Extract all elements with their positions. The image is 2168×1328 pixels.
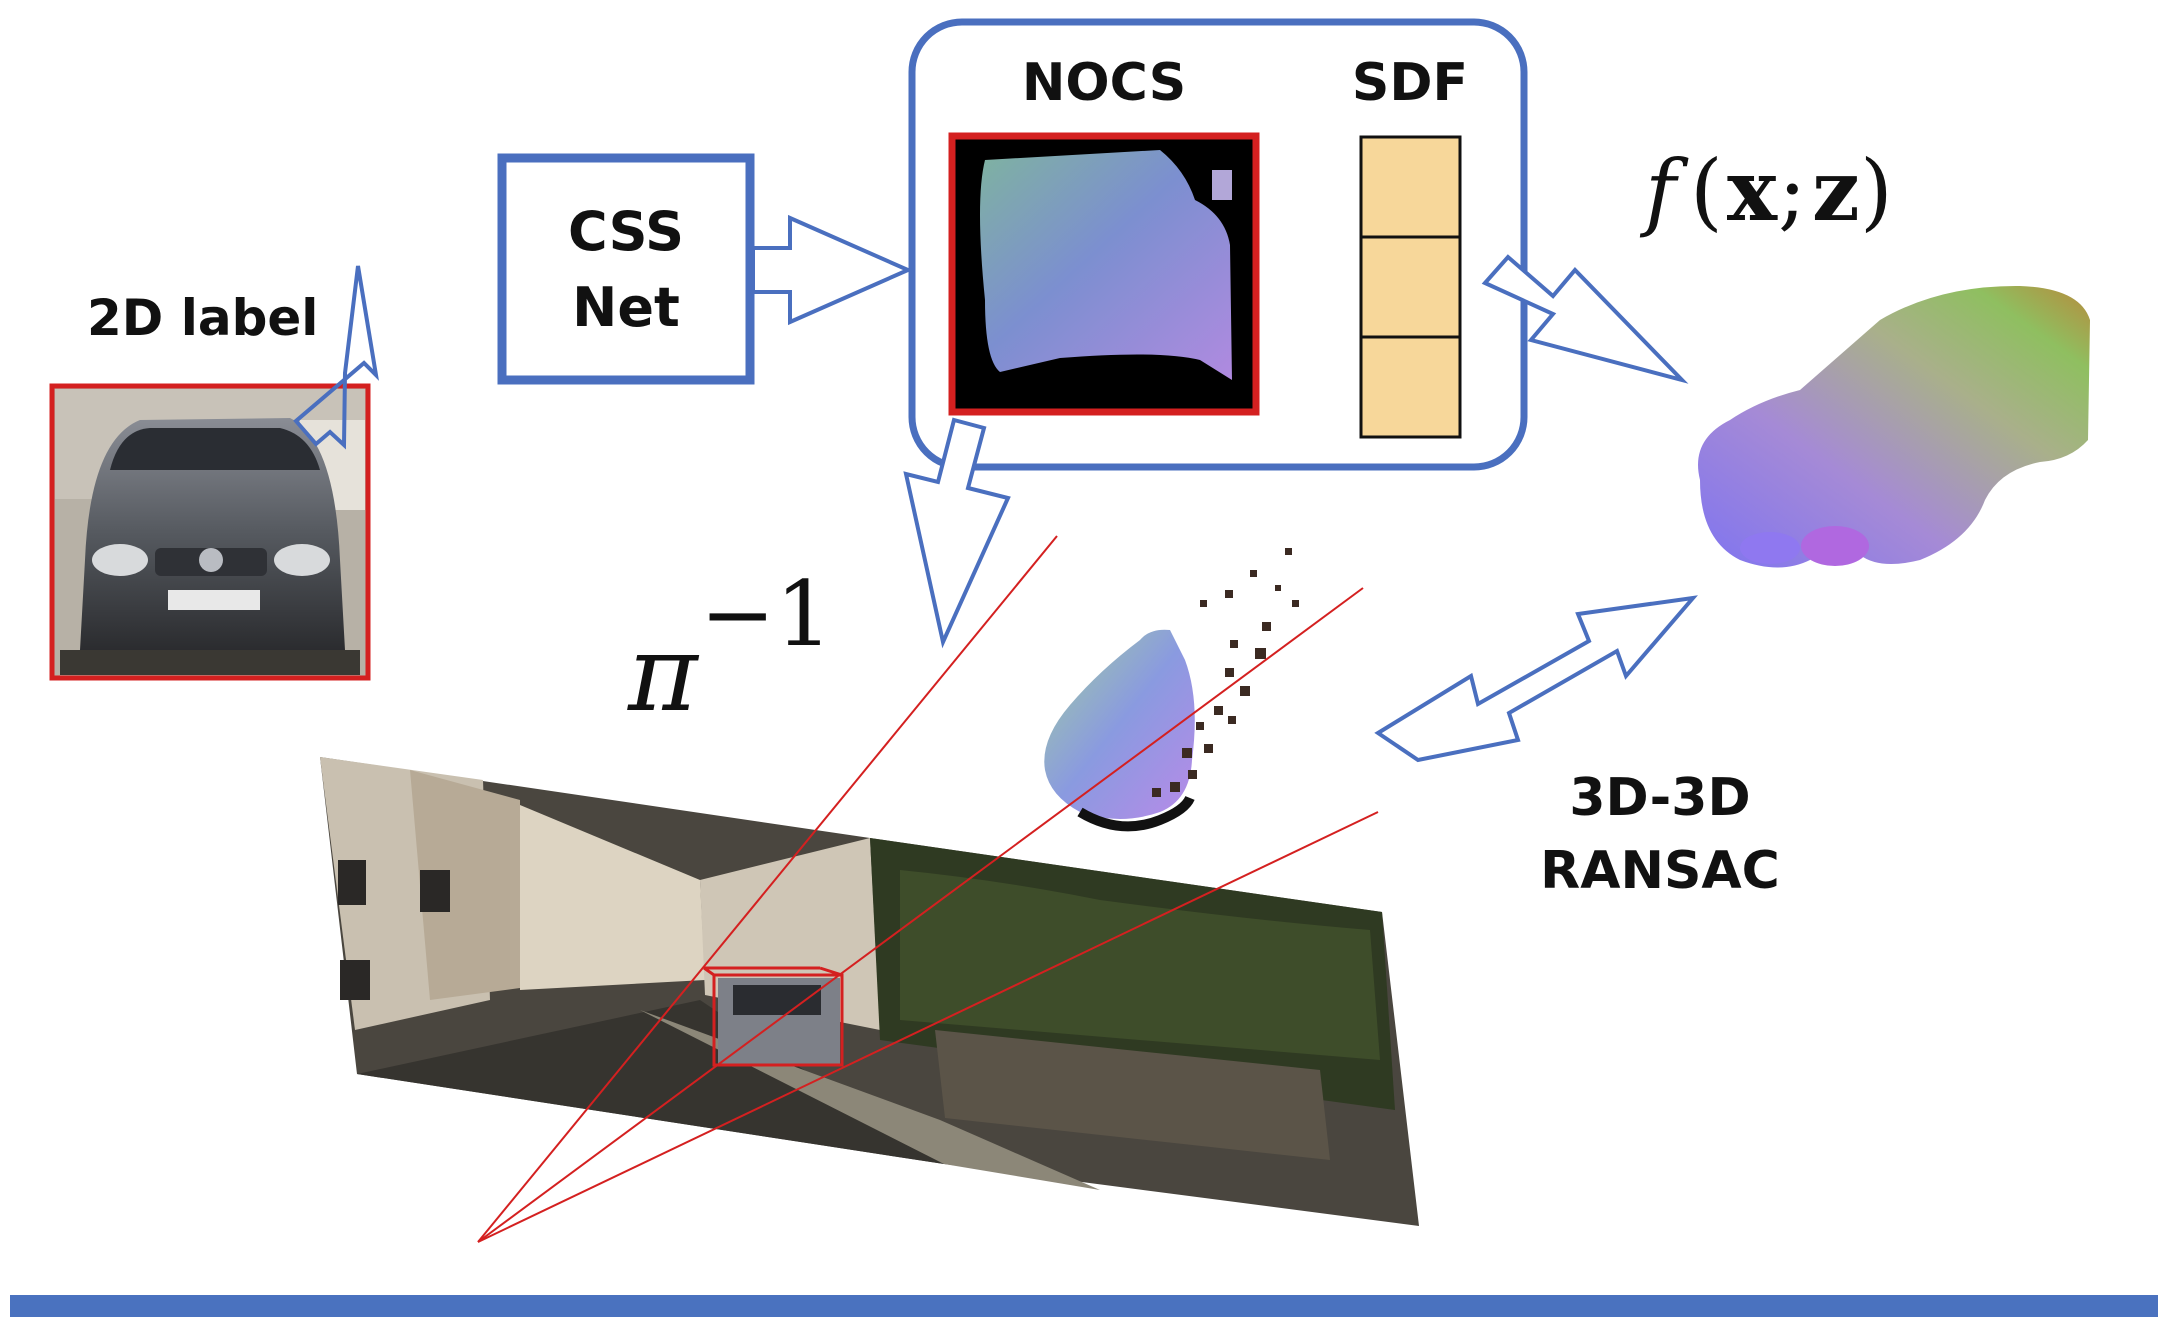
car-model-icon: [1698, 285, 2090, 568]
ransac-label-line2: RANSAC: [1540, 841, 1780, 901]
bottom-bar: [10, 1295, 2158, 1317]
formula-close-paren: ): [1860, 142, 1893, 240]
formula-x: x: [1727, 141, 1778, 240]
sdf-label: SDF: [1352, 53, 1468, 113]
projection-rays: [477, 535, 1379, 1243]
label-2d: 2D label: [87, 289, 318, 347]
nocs-map-icon: [948, 132, 1260, 416]
css-net-box: CSS Net: [497, 153, 755, 385]
point-cloud-icon: [1044, 548, 1299, 832]
arrow-sdf-to-model: [1481, 254, 1689, 384]
sdf-code-stack: [1359, 135, 1462, 439]
car-photo-icon: [49, 383, 371, 681]
formula-open-paren: (: [1690, 142, 1723, 240]
formula-separator: ;: [1778, 142, 1806, 240]
formula-z: z: [1812, 141, 1860, 240]
arrow-nocs-down: [903, 417, 1011, 649]
formula-f: f: [1639, 142, 1689, 240]
street-photo-icon: [320, 757, 1419, 1226]
inverse-projection-exponent: −1: [700, 562, 833, 667]
inverse-projection-pi: π: [627, 612, 700, 735]
css-net-label-line2: Net: [572, 276, 680, 339]
arrow-label-to-net: [293, 265, 379, 450]
nocs-sdf-container: NOCS SDF: [908, 18, 1528, 471]
ransac-label-line1: 3D-3D: [1569, 768, 1750, 828]
css-net-label-line1: CSS: [568, 200, 684, 263]
sdf-function-formula: f ( x ; z ): [1639, 141, 1893, 240]
arrow-net-to-nocs: [751, 214, 913, 326]
nocs-label: NOCS: [1022, 53, 1186, 113]
ransac-double-arrow: [1374, 595, 1698, 763]
